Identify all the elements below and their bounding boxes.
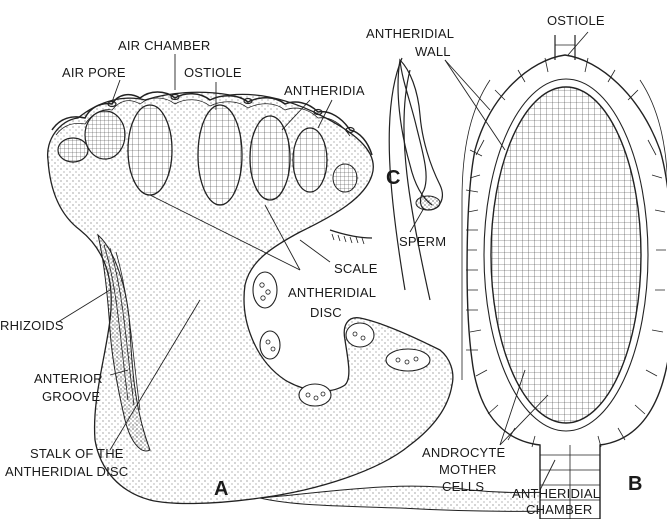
label-ostiole-b: OSTIOLE <box>547 13 605 28</box>
label-anterior-groove-1: ANTERIOR <box>34 371 103 386</box>
label-air-chamber: AIR CHAMBER <box>118 38 211 53</box>
label-stalk-2: ANTHERIDIAL DISC <box>5 464 128 479</box>
label-air-pore: AIR PORE <box>62 65 126 80</box>
label-antheridial-wall-2: WALL <box>415 44 451 59</box>
label-androcyte-1: ANDROCYTE <box>422 445 506 460</box>
label-antheridial-disc-2: DISC <box>310 305 342 320</box>
androcyte-mass <box>491 87 641 423</box>
panel-letter-b: B <box>628 473 643 495</box>
label-ostiole-a: OSTIOLE <box>184 65 242 80</box>
label-antheridial-chamber-2: CHAMBER <box>526 502 592 517</box>
label-antheridia: ANTHERIDIA <box>284 83 365 98</box>
panel-letter-c: C <box>386 167 401 189</box>
label-stalk-1: STALK OF THE <box>30 446 124 461</box>
label-antheridial-wall-1: ANTHERIDIAL <box>366 26 454 41</box>
panel-letter-a: A <box>214 478 229 500</box>
label-antheridial-chamber-1: ANTHERIDIAL <box>512 486 600 501</box>
label-anterior-groove-2: GROOVE <box>42 389 100 404</box>
label-androcyte-3: CELLS <box>442 479 484 494</box>
label-scale: SCALE <box>334 261 378 276</box>
label-sperm: SPERM <box>399 234 446 249</box>
sperm-body <box>400 60 442 210</box>
label-androcyte-2: MOTHER <box>439 462 497 477</box>
label-rhizoids: RHIZOIDS <box>0 318 64 333</box>
label-antheridial-disc-1: ANTHERIDIAL <box>288 285 376 300</box>
